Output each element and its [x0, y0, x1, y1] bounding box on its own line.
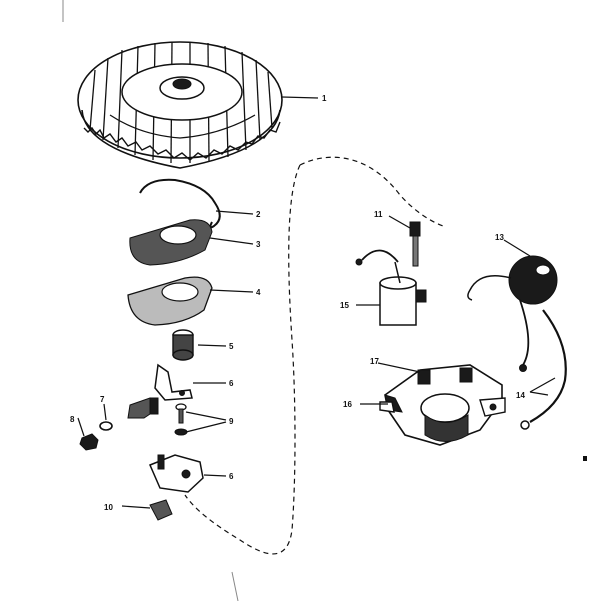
- callout-1: 1: [322, 94, 327, 103]
- callout-9: 9: [229, 417, 234, 426]
- callout-5: 5: [229, 342, 234, 351]
- dashed-group-outline: [184, 156, 444, 555]
- ignition-coil: [467, 255, 558, 372]
- callout-14: 14: [516, 391, 525, 400]
- callout-4: 4: [256, 288, 261, 297]
- callout-6-lower: 6: [229, 472, 234, 481]
- gasket: [127, 276, 213, 326]
- callout-10: 10: [104, 503, 113, 512]
- callout-16: 16: [343, 400, 352, 409]
- leader-lines: [77, 96, 556, 509]
- callout-17: 17: [370, 357, 379, 366]
- callout-3: 3: [256, 240, 261, 249]
- wire-spring: [139, 178, 221, 229]
- ground-lead: [520, 309, 567, 430]
- cam-bushing: [172, 329, 194, 361]
- edge-mark-bottom: [231, 571, 239, 601]
- condenser: [355, 249, 427, 326]
- callout-6-upper: 6: [229, 379, 234, 388]
- terminal-screw: [409, 221, 421, 267]
- callout-7: 7: [100, 395, 105, 404]
- flywheel: [77, 41, 283, 169]
- callout-11: 11: [374, 210, 383, 219]
- breaker-arm: [154, 363, 193, 401]
- callout-13: 13: [495, 233, 504, 242]
- magneto-housing: [379, 364, 506, 446]
- callout-2: 2: [256, 210, 261, 219]
- edge-dot: [583, 456, 587, 461]
- point-bracket: [127, 397, 159, 419]
- breaker-cover-plate: [129, 219, 213, 266]
- mounting-plate: [149, 454, 204, 493]
- nut: [79, 433, 99, 451]
- screw-washer: [174, 403, 188, 436]
- callout-15: 15: [340, 301, 349, 310]
- callout-8: 8: [70, 415, 75, 424]
- washer: [99, 421, 113, 431]
- clip: [149, 499, 173, 521]
